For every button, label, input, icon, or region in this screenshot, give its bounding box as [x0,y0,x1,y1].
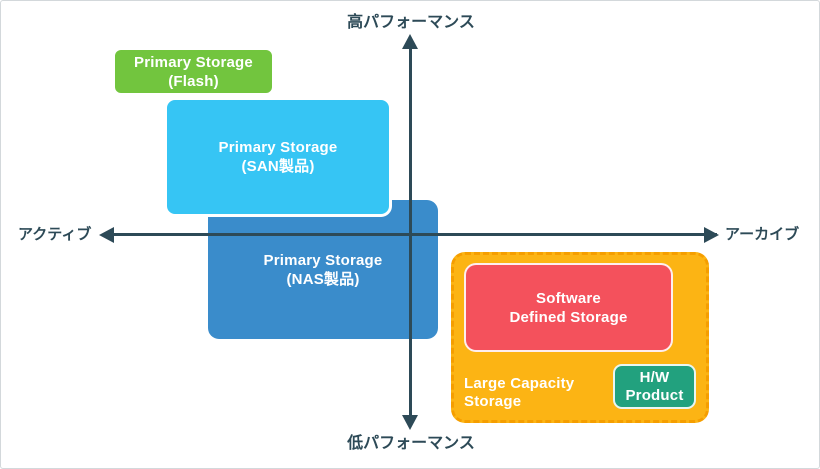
box-primary-storage-san-line1: Primary Storage [218,139,338,156]
axis-label-archive: アーカイブ [725,226,800,243]
large-capacity-storage-label-line1: Large Capacity [464,375,575,392]
large-capacity-storage-label: Large Capacity Storage [464,375,574,411]
box-software-defined-storage-line2: Defined Storage [509,308,628,326]
box-hw-product-line1: H/W [639,368,670,386]
box-hw-product: H/W Product [613,364,696,409]
large-capacity-storage-label-line2: Storage [464,393,522,410]
box-software-defined-storage-line1: Software [536,289,601,307]
box-software-defined-storage: Software Defined Storage [464,263,673,352]
arrow-left-icon [99,227,114,243]
axis-label-low-performance: 低パフォーマンス [347,435,475,452]
box-hw-product-line2: Product [625,386,684,404]
box-primary-storage-nas-line1: Primary Storage [263,251,383,269]
arrow-down-icon [402,415,418,430]
axis-label-high-performance: 高パフォーマンス [347,14,475,31]
arrow-up-icon [402,34,418,49]
box-primary-storage-flash-line2: (Flash) [168,72,219,90]
box-primary-storage-flash: Primary Storage (Flash) [112,47,275,96]
axis-label-active: アクティブ [18,226,92,243]
box-primary-storage-san: Primary Storage (SAN製品) [164,97,392,217]
box-primary-storage-san-line2: (SAN製品) [241,158,315,175]
box-primary-storage-nas: Primary Storage (NAS製品) [208,200,438,339]
box-primary-storage-nas-line2: (NAS製品) [286,270,360,288]
horizontal-axis-line [105,233,717,236]
arrow-right-icon [704,227,719,243]
vertical-axis-line [409,41,412,423]
box-primary-storage-flash-line1: Primary Storage [134,53,253,71]
